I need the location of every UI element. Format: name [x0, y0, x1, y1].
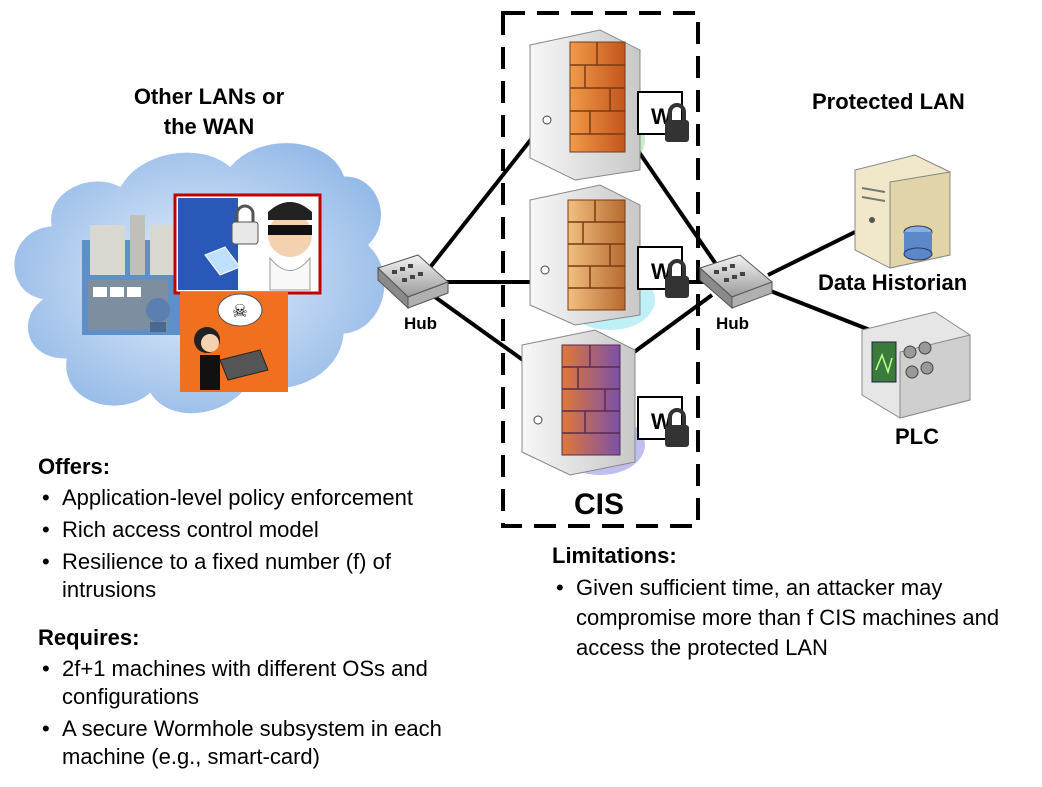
attacker-laptop-image: ☠ — [180, 292, 288, 392]
limitations-list: Given sufficient time, an attacker may c… — [552, 573, 1032, 663]
limitations-item: Given sufficient time, an attacker may c… — [552, 573, 1036, 663]
data-historian-icon — [854, 154, 951, 269]
limitations-section: Limitations: Given sufficient time, an a… — [552, 543, 1032, 667]
wormhole-device-3: W — [637, 396, 689, 447]
offers-section: Offers: Application-level policy enforce… — [38, 454, 508, 608]
data-historian-label: Data Historian — [818, 270, 968, 295]
cis-server-1 — [529, 29, 645, 181]
limitations-heading: Limitations: — [552, 543, 677, 568]
cis-server-2 — [529, 184, 655, 330]
cis-boundary — [501, 11, 700, 528]
plc-label: PLC — [895, 424, 939, 449]
hacker-image — [173, 193, 322, 295]
hub-right-label: Hub — [716, 314, 750, 333]
other-lans-line-2: the WAN — [163, 114, 255, 139]
wormhole-device-2: W — [637, 246, 689, 298]
requires-heading: Requires: — [38, 625, 140, 650]
requires-item: 2f+1 machines with different OSs and con… — [38, 655, 467, 711]
offers-list: Application-level policy enforcement Ric… — [38, 484, 508, 604]
other-lans-line-1: Other LANs or — [133, 84, 285, 109]
svg-text:☠: ☠ — [232, 301, 248, 322]
cis-label: CIS — [574, 488, 625, 521]
hub-right-icon — [699, 254, 773, 310]
requires-section: Requires: 2f+1 machines with different O… — [38, 625, 498, 775]
plc-icon — [861, 311, 971, 419]
hub-left-icon — [377, 254, 449, 310]
other-lans-label: Other LANs or the WAN — [104, 82, 314, 142]
requires-item: A secure Wormhole subsystem in each mach… — [38, 715, 482, 771]
wormhole-device-1: W — [637, 91, 689, 142]
protected-lan-label: Protected LAN — [812, 89, 965, 114]
hub-left-label: Hub — [404, 314, 438, 333]
offers-item: Resilience to a fixed number (f) of intr… — [38, 548, 482, 604]
offers-heading: Offers: — [38, 454, 111, 479]
offers-item: Application-level policy enforcement — [38, 484, 508, 512]
cis-server-3 — [521, 329, 645, 476]
offers-item: Rich access control model — [38, 516, 508, 544]
requires-list: 2f+1 machines with different OSs and con… — [38, 655, 498, 771]
